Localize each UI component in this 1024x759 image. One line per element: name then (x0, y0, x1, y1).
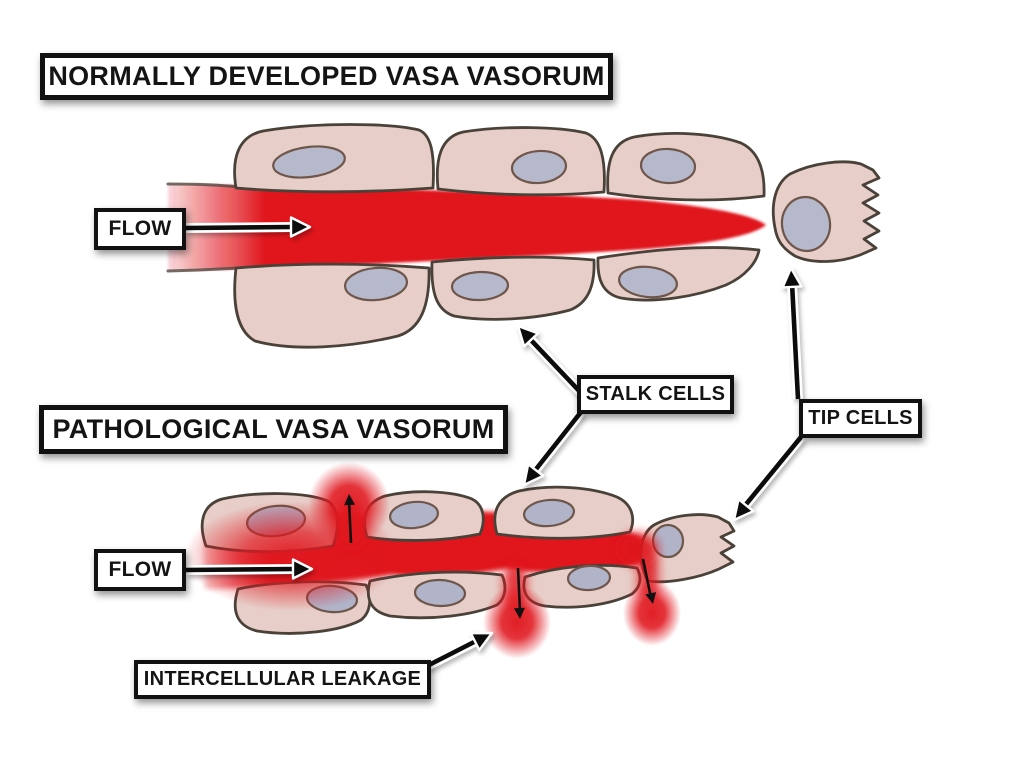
normal-panel-title-text: NORMALLY DEVELOPED VASA VASORUM (48, 61, 605, 91)
cell-nucleus (388, 500, 440, 530)
tip-cells-label-text: TIP CELLS (808, 407, 913, 429)
flow-label-pathological: FLOW (94, 549, 186, 591)
flow-label-normal: FLOW (94, 208, 186, 250)
pathological-panel-title: PATHOLOGICAL VASA VASORUM (39, 405, 508, 454)
normal-panel-title: NORMALLY DEVELOPED VASA VASORUM (40, 53, 613, 100)
cell-nucleus (618, 265, 678, 299)
cell-nucleus (522, 498, 576, 528)
tip-cells-label: TIP CELLS (799, 399, 922, 438)
cell-nucleus (780, 195, 832, 253)
stalk-cells-label: STALK CELLS (577, 375, 734, 414)
cell-nucleus (639, 147, 697, 185)
stalk-cells-label-text: STALK CELLS (585, 383, 726, 405)
intercellular-leakage-label: INTERCELLULAR LEAKAGE (134, 660, 431, 699)
intercellular-leakage-label-text: INTERCELLULAR LEAKAGE (143, 668, 422, 690)
leak-spot-bottom-2 (623, 580, 681, 646)
tip-cells-arrow-upper (781, 266, 803, 400)
normal-blood-flow (168, 184, 766, 271)
cell-nucleus (272, 145, 346, 179)
cell-nucleus (510, 149, 568, 185)
leak-direction-arrow-up (344, 494, 356, 544)
flow-label-pathological-text: FLOW (108, 558, 172, 581)
cell-nucleus (343, 266, 409, 302)
pathological-vessel-illustration (184, 462, 736, 659)
stalk-cells-arrow-lower (522, 408, 585, 487)
leak-spot-bottom-1 (483, 585, 551, 659)
stalk-cells-arrow-upper (516, 324, 588, 400)
intercellular-leakage-arrow (424, 631, 494, 671)
flow-arrow-normal (185, 216, 312, 238)
normal-vessel-illustration (166, 123, 881, 349)
leak-direction-arrow-down-1 (513, 567, 525, 619)
leak-gap (618, 533, 658, 565)
pathological-panel-title-text: PATHOLOGICAL VASA VASORUM (52, 414, 495, 444)
cell-nucleus (450, 270, 510, 302)
flow-arrow-pathological (185, 558, 314, 580)
flow-label-normal-text: FLOW (108, 217, 172, 240)
tip-cells-arrow-lower (732, 433, 805, 522)
cell-nucleus (413, 578, 467, 608)
leak-direction-arrow-down-2 (641, 558, 657, 604)
cell-nucleus (566, 564, 612, 592)
